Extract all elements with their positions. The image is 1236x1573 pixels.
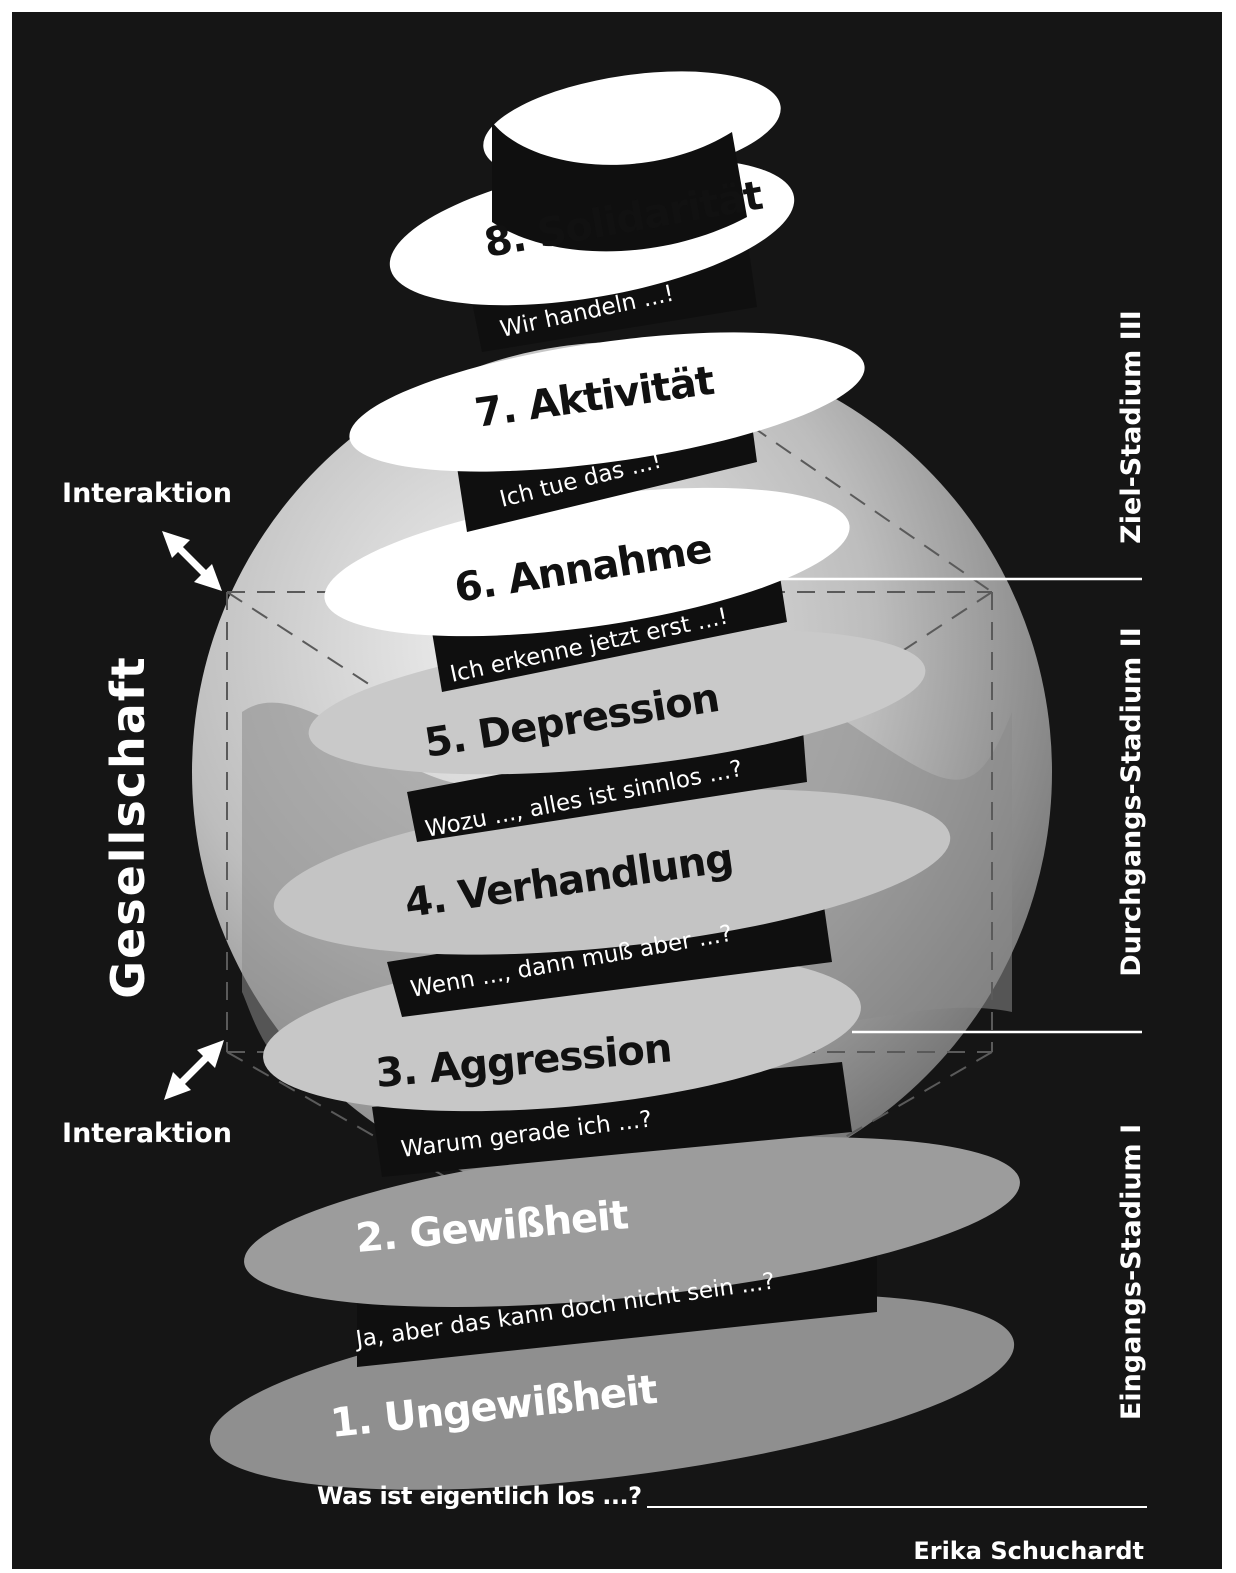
quote-band-3: [372, 1062, 852, 1177]
interaction-label-bottom: Interaktion: [62, 1118, 232, 1149]
spiral-disc-7: [349, 332, 865, 472]
spiral-disc-6: [324, 487, 850, 637]
bottom-quote: Was ist eigentlich los ...?: [317, 1482, 642, 1510]
stadium-label-entry: Eingangs-Stadium I: [1116, 1124, 1147, 1420]
spiral-disc-2: [244, 1136, 1020, 1308]
spiral-top-curl: [483, 71, 781, 252]
crisis-spiral-diagram: 8. Solidarität Wir handeln ...! 7. Aktiv…: [62, 71, 1147, 1565]
double-arrow-icon-top: [162, 531, 222, 591]
stadium-label-goal: Ziel-Stadium III: [1116, 310, 1147, 544]
author-credit: Erika Schuchardt: [913, 1537, 1144, 1565]
society-label: Gesellschaft: [101, 655, 155, 999]
diagram-frame: 8. Solidarität Wir handeln ...! 7. Aktiv…: [12, 12, 1222, 1569]
double-arrow-icon-bottom: [164, 1040, 224, 1100]
stadium-label-transit: Durchgangs-Stadium II: [1116, 627, 1147, 977]
interaction-label-top: Interaktion: [62, 478, 232, 509]
